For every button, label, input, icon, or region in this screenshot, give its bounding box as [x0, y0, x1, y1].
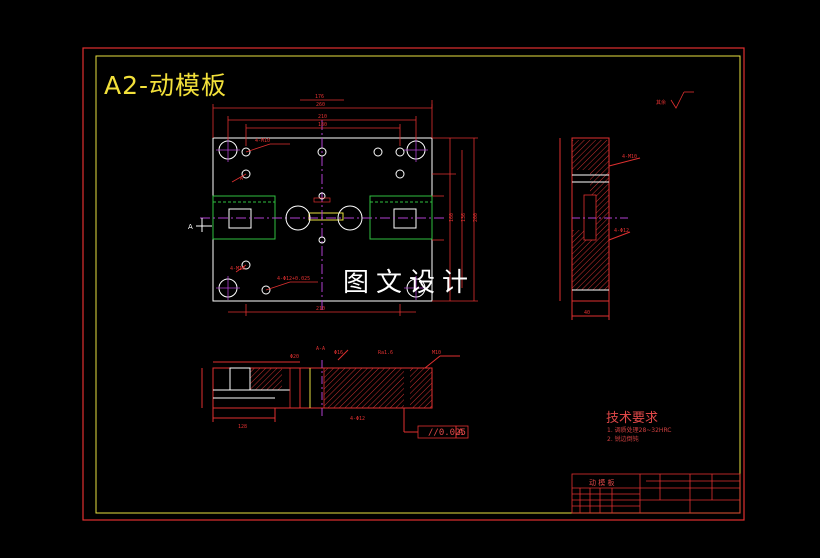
tolerance-value: //0.025 [428, 428, 466, 438]
tech-requirement-item: 2. 锐边倒钝 [607, 436, 639, 443]
tech-requirements-heading: 技术要求 [606, 411, 659, 426]
tolerance-frame [417, 425, 469, 439]
svg-text:A-A: A-A [316, 346, 325, 352]
svg-text:210: 210 [318, 114, 327, 120]
roughness-symbol [670, 91, 694, 109]
svg-text:4-M10: 4-M10 [230, 266, 245, 272]
svg-text:Φ20: Φ20 [290, 354, 299, 360]
tolerance-symbol: // [428, 428, 439, 438]
svg-text:200: 200 [473, 213, 479, 222]
svg-text:4-Φ12: 4-Φ12 [614, 228, 629, 234]
svg-text:136: 136 [461, 213, 467, 222]
drawing-title: A2-动模板 [104, 71, 228, 100]
tolerance-number: 0.025 [438, 428, 466, 438]
svg-text:260: 260 [316, 102, 325, 108]
watermark-text: 图文设计 [343, 268, 476, 298]
svg-text:4-M10: 4-M10 [622, 154, 637, 160]
svg-text:Ra1.6: Ra1.6 [378, 350, 393, 356]
svg-text:210: 210 [316, 306, 325, 312]
svg-text:Φ16: Φ16 [334, 350, 343, 356]
tech-requirement-item: 1. 调质处理28~32HRC [607, 427, 672, 434]
svg-text:176: 176 [315, 94, 324, 100]
svg-text:180: 180 [318, 122, 327, 128]
outer-frame [82, 47, 745, 521]
svg-text:40: 40 [584, 310, 590, 316]
section-view: 128 Φ20 Φ16 Ra1.6 M10 4-Φ12 A-A [201, 346, 469, 439]
title-block [571, 473, 741, 514]
gate-channel [308, 212, 344, 221]
inner-frame [95, 55, 741, 514]
svg-text:160: 160 [449, 213, 455, 222]
side-view: 4-M10 4-Φ12 40 [559, 137, 641, 320]
svg-text:A: A [240, 176, 243, 182]
svg-text:4-Φ12+0.025: 4-Φ12+0.025 [277, 276, 310, 282]
plan-view: A [188, 94, 479, 316]
svg-text:4-Φ12: 4-Φ12 [350, 416, 365, 422]
tolerance-datum: A [458, 428, 464, 438]
title-block-part-name: 动 模 板 [589, 479, 615, 487]
svg-text:其余: 其余 [656, 99, 666, 106]
svg-text:M10: M10 [432, 350, 441, 356]
svg-text:4-M10: 4-M10 [255, 138, 270, 144]
svg-text:128: 128 [238, 424, 247, 430]
svg-text:A: A [188, 223, 193, 231]
